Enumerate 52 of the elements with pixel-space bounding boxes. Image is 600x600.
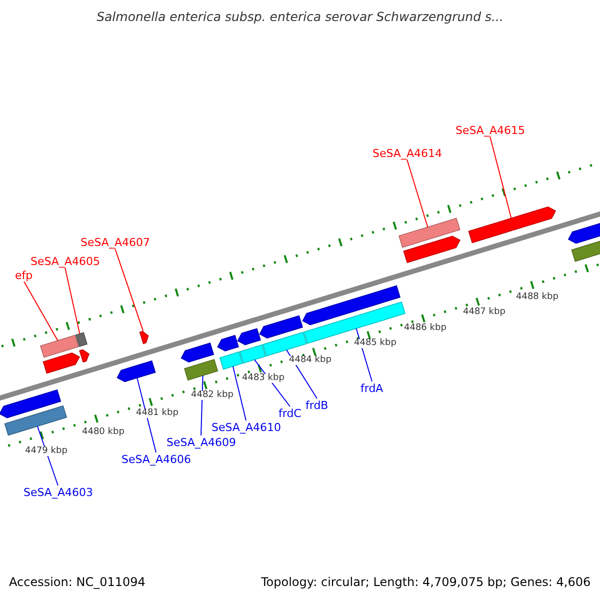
gene-bar — [40, 334, 79, 358]
leader-line — [24, 281, 58, 342]
scale-label: 4488 kbp — [516, 292, 558, 302]
leader-line — [200, 375, 204, 436]
scale-label: 4481 kbp — [136, 408, 178, 418]
scale-label: 4484 kbp — [289, 356, 332, 364]
gene-feature — [0, 389, 62, 418]
gene-feature — [259, 315, 304, 338]
gene-bar — [75, 332, 88, 347]
gene-feature — [217, 334, 239, 352]
gene-label: SeSA_A4610 — [212, 420, 281, 434]
leader-line — [490, 136, 512, 219]
leader-line — [136, 377, 156, 453]
leader-line — [286, 349, 318, 399]
gene-label: SeSA_A4606 — [122, 452, 191, 466]
gene-feature — [139, 330, 149, 344]
gene-feature — [42, 352, 80, 374]
footer-text: Topology: circular; Length: 4,709,075 bp; Genes: 4,606 — [261, 576, 591, 588]
gene-feature — [302, 285, 401, 326]
gene-label: frdA — [360, 382, 384, 394]
scale-label: 4480 kbp — [82, 428, 124, 436]
scale-label: 4482 kbp — [191, 390, 234, 400]
gene-bar — [398, 218, 460, 248]
gene-feature — [468, 206, 556, 244]
leader-line — [114, 248, 144, 332]
gene-bar — [184, 359, 218, 381]
gene-feature — [237, 328, 261, 346]
gene-feature — [116, 360, 156, 382]
gene-feature — [403, 236, 460, 264]
gene-label: SeSA_A4614 — [372, 146, 442, 160]
gene-label: SeSA_A4615 — [456, 124, 525, 136]
gene-feature — [180, 342, 214, 362]
gene-label: efp — [15, 268, 33, 282]
gene-bar — [219, 351, 243, 370]
leader-line — [64, 267, 80, 334]
gene-label: SeSA_A4603 — [24, 486, 93, 498]
gene-bar — [239, 344, 266, 364]
scale-label: 4485 kbp — [354, 338, 396, 348]
gene-feature — [79, 349, 90, 363]
title: Salmonella enterica subsp. enterica serovar Schwarzengrund s... — [96, 11, 504, 24]
gene-label: SeSA_A4607 — [80, 236, 150, 248]
gene-label: SeSA_A4609 — [166, 436, 236, 448]
gene-label: frdC — [278, 406, 302, 420]
leader-line — [406, 159, 428, 228]
scale-label: 4487 kbp — [463, 308, 506, 316]
gene-bar — [4, 405, 68, 436]
gene-label: frdB — [306, 398, 328, 412]
scale-label: 4486 kbp — [404, 324, 446, 332]
scale-label: 4479 kbp — [25, 446, 68, 456]
scale-label: 4483 kbp — [242, 374, 284, 382]
gene-label: SeSA_A4605 — [30, 254, 100, 268]
footer-text: Accession: NC_011094 — [9, 576, 146, 588]
